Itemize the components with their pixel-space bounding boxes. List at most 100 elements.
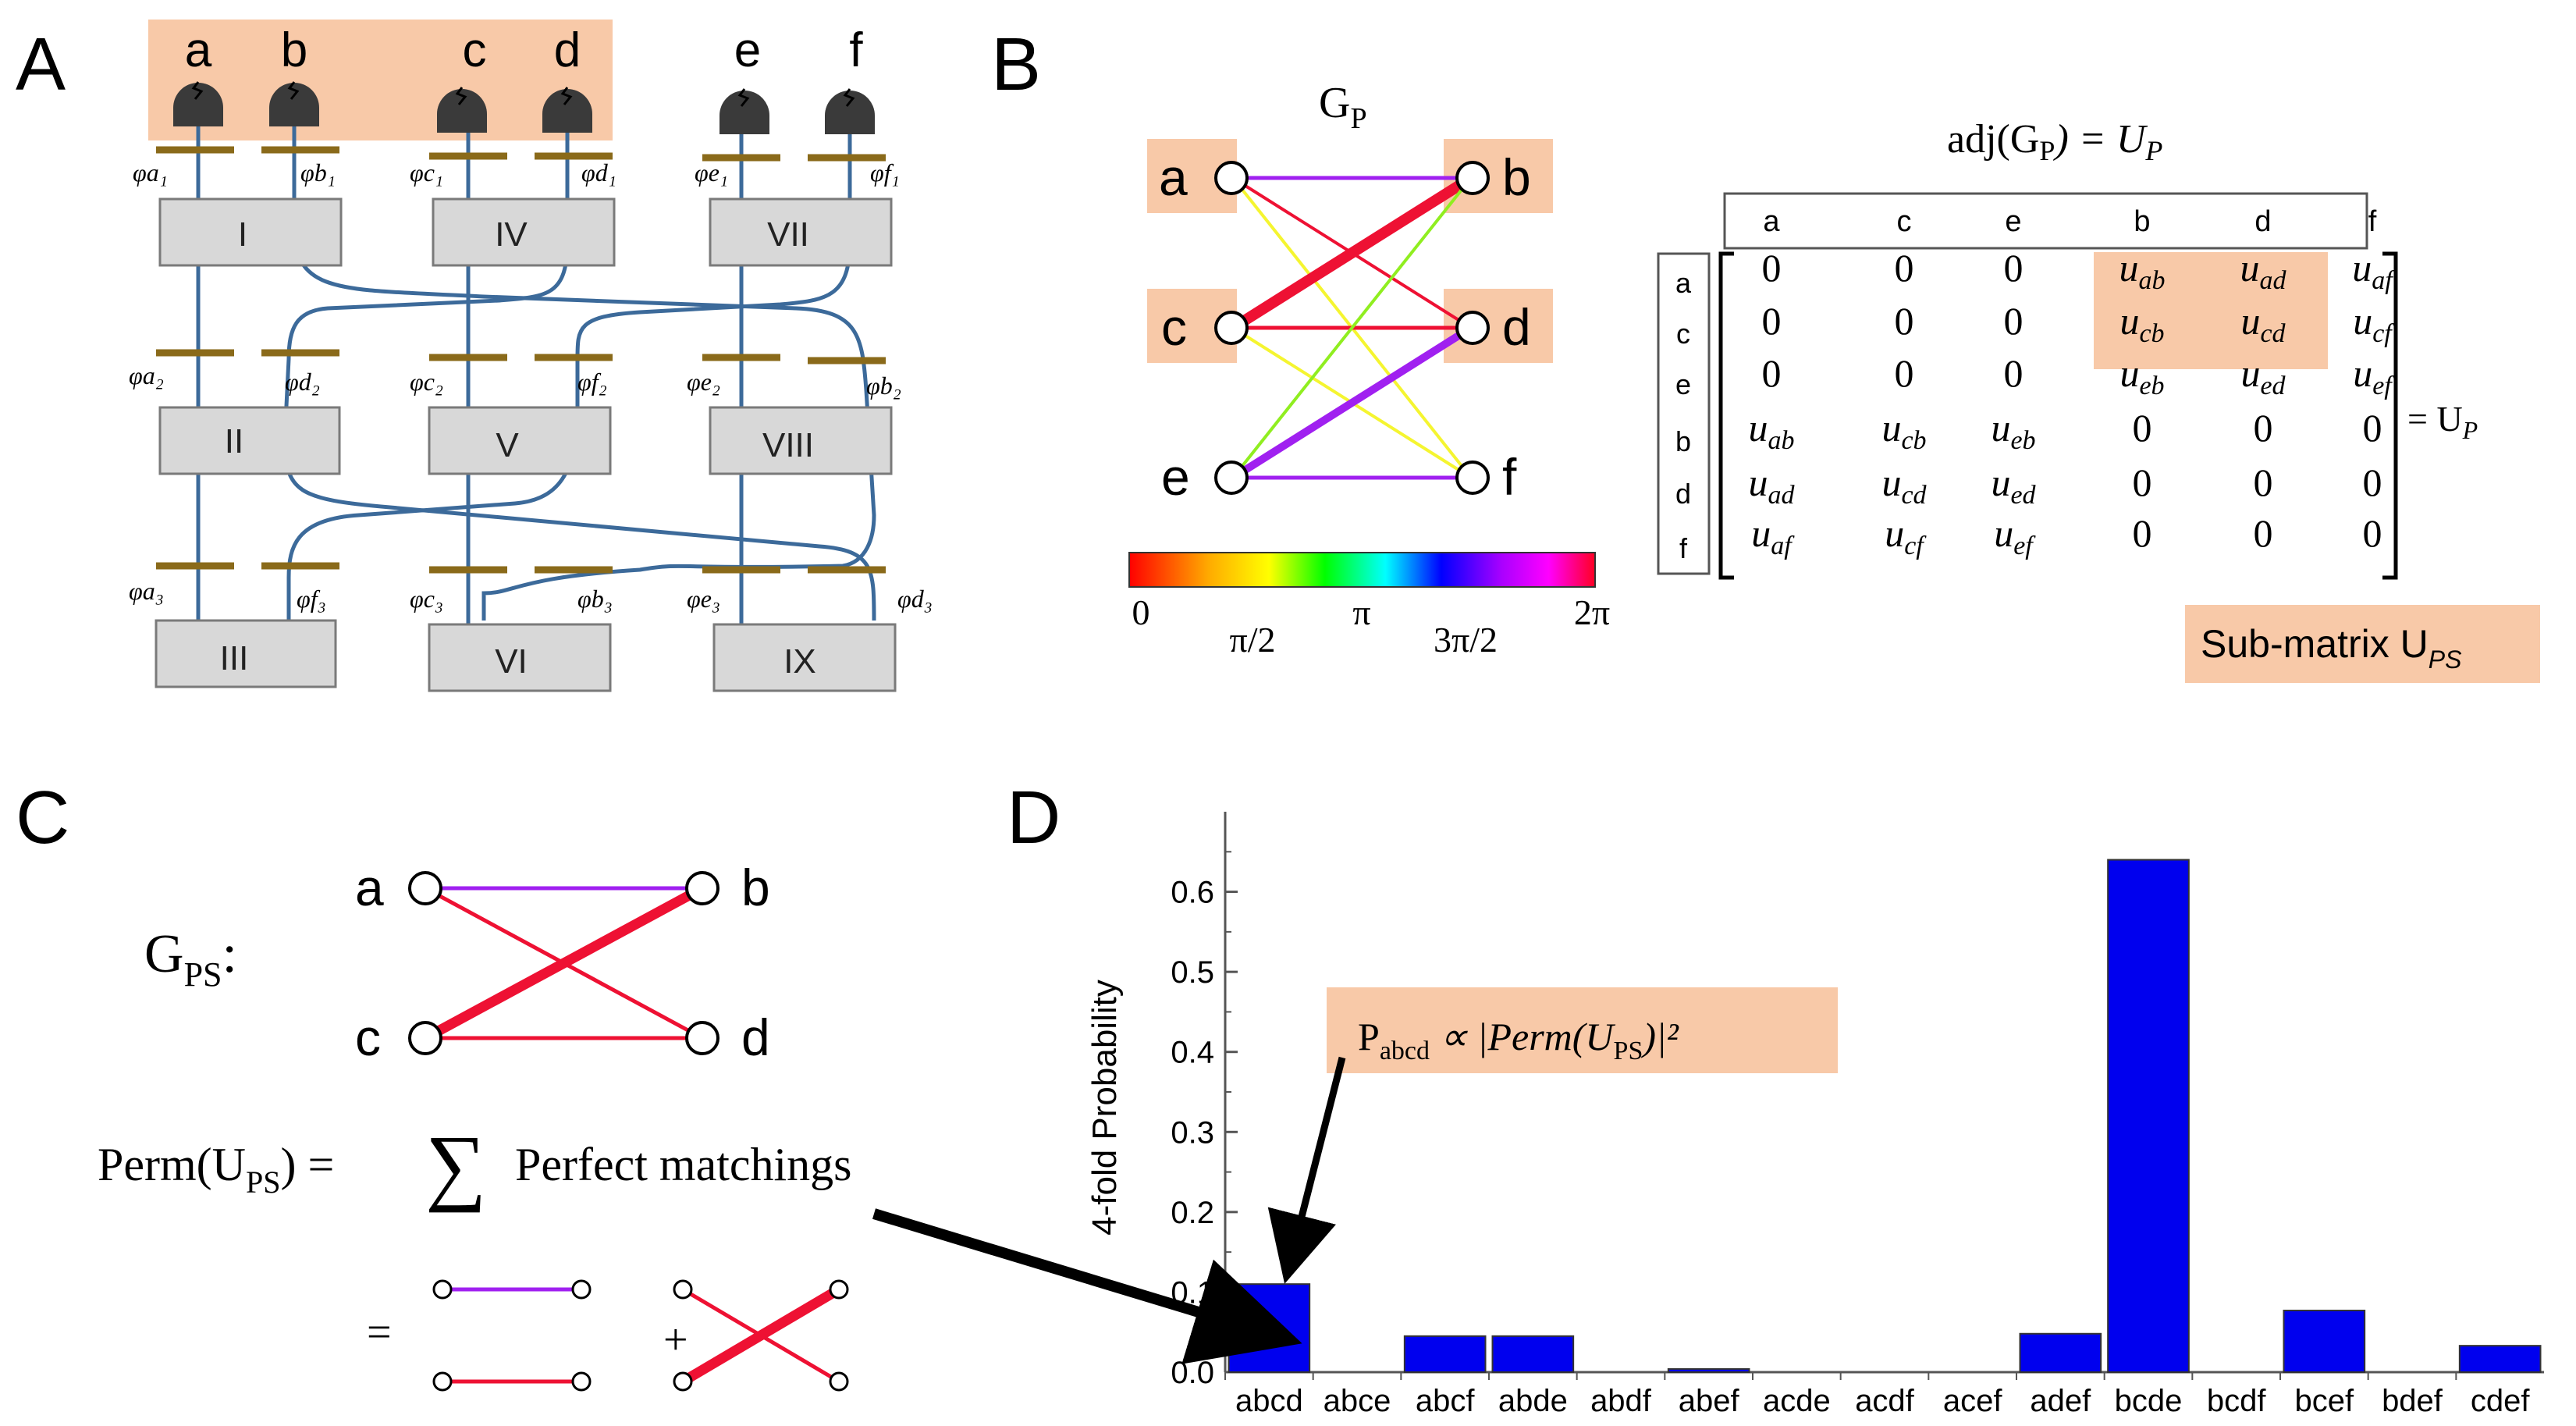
crystal-label: I: [238, 215, 247, 254]
detector-label-c: c: [463, 23, 487, 77]
matrix-cell: 0: [2363, 406, 2382, 450]
col-header: d: [2254, 205, 2271, 238]
annotation-box: [1327, 987, 1838, 1073]
graph-edges: [1230, 173, 1474, 482]
bar-bcde: [2107, 859, 2190, 1373]
detector-icon: [542, 89, 592, 133]
bar-abde: [1491, 1335, 1575, 1374]
y-tick-label: 0.4: [1171, 1036, 1214, 1070]
panel-letter-b: B: [991, 23, 1041, 106]
col-header: e: [2005, 205, 2021, 238]
y-tick-label: 0.2: [1171, 1196, 1214, 1230]
matrix-cell: 0: [1895, 246, 1914, 290]
crystal-box: [158, 406, 341, 475]
matrix-cell: 0: [2363, 511, 2382, 555]
col-header: c: [1897, 205, 1912, 238]
detector-icon: [269, 83, 319, 126]
matrix-cell: ucd: [2240, 299, 2286, 348]
graph-ps-edges: [422, 884, 705, 1043]
annotation-arrow: [1267, 1056, 1346, 1284]
crystal-label: VI: [495, 642, 528, 681]
matrix-cell: ueb: [2119, 351, 2164, 400]
matrix-title: adj(GP) = UP: [1947, 117, 2162, 166]
submatrix-label: Sub-matrix UPS: [2201, 622, 2461, 674]
crystal-label: III: [220, 639, 249, 677]
phase-label: φc₃: [410, 585, 443, 613]
matrix-cell: 0: [2133, 511, 2152, 555]
matching-2: [673, 1279, 849, 1392]
x-tick-label: cdef: [2471, 1384, 2530, 1418]
matching-edge: [680, 1285, 842, 1386]
matrix-cell: 0: [1895, 351, 1914, 395]
edge-ed: [1231, 324, 1473, 482]
crystal-box: [428, 406, 612, 475]
node-label-a: a: [355, 859, 384, 916]
probability-chart: 0.00.10.20.30.40.50.64-fold Probabilitya…: [1085, 812, 2544, 1418]
detector-icon: [173, 83, 223, 126]
panel-letter-c: C: [16, 776, 69, 859]
node-e: [1214, 461, 1249, 495]
matrix-cell: 0: [1762, 246, 1782, 290]
crystal-box: [158, 197, 343, 267]
matching-node: [673, 1279, 693, 1300]
phase-label: φb₁: [300, 158, 336, 187]
node-label-f: f: [1502, 448, 1517, 506]
node-b: [685, 871, 720, 905]
phase-label: φf₁: [870, 158, 900, 187]
squiggle: [560, 87, 573, 105]
photon-squiggles: [191, 81, 855, 107]
crystals: [155, 197, 897, 692]
matrix-cell: uef: [1994, 511, 2036, 560]
matrix-cell: ueb: [1991, 406, 2035, 455]
phase-label: φb₂: [866, 372, 901, 400]
matching-node: [571, 1279, 592, 1300]
matrix-cell: uab: [2119, 246, 2166, 295]
column-header-box: [1723, 192, 2368, 250]
matrix-right-bracket: [2382, 251, 2398, 580]
detector-label-e: e: [734, 23, 761, 77]
node-d: [1455, 311, 1490, 345]
node-c: [408, 1021, 442, 1055]
graph-title: GP: [1319, 79, 1367, 135]
matrix-cell: 0: [2004, 246, 2023, 290]
matching-node: [432, 1371, 453, 1392]
matching-node: [571, 1371, 592, 1392]
annotation-text: Pabcd ∝ |Perm(UPS)|²: [1358, 1015, 1679, 1065]
edge-cb: [422, 884, 705, 1043]
matrix-cell: 0: [2254, 406, 2273, 450]
waveplates: [156, 146, 886, 574]
panel-letter-d: D: [1007, 776, 1061, 859]
detector-icon: [437, 89, 487, 133]
crystal-box: [709, 406, 893, 475]
matrix-cell: ued: [2240, 351, 2286, 400]
phase-colorbar: [1128, 552, 1596, 588]
colorbar-tick: π: [1352, 592, 1370, 632]
matrix-cell: uad: [2240, 246, 2287, 295]
row-header: b: [1675, 425, 1691, 457]
node-label-a: a: [1159, 148, 1188, 206]
crystal-box: [712, 623, 897, 692]
x-tick-label: bdef: [2382, 1384, 2443, 1418]
matching-node: [673, 1371, 693, 1392]
node-a: [408, 871, 442, 905]
node-c: [1214, 311, 1249, 345]
squiggle: [191, 81, 204, 100]
node-b: [1455, 161, 1490, 195]
crystal-label: VII: [767, 215, 809, 254]
matrix-cell: ued: [1991, 461, 2036, 510]
phase-label: φa₂: [129, 361, 164, 389]
perfect-matchings-text: Perfect matchings: [515, 1139, 852, 1190]
crystal-box: [428, 623, 612, 692]
perm-equation: Perm(UPS) =: [98, 1139, 334, 1200]
bar-adef: [2019, 1332, 2102, 1374]
matrix-left-bracket: [1718, 251, 1734, 580]
matching-node: [829, 1371, 849, 1392]
detector-label-f: f: [849, 23, 863, 77]
matrix-cell: uaf: [1751, 511, 1795, 560]
node-highlights: [1147, 139, 1553, 363]
bar-abcf: [1403, 1335, 1487, 1374]
detector-label-b: b: [281, 23, 307, 77]
graph-ps-label: GPS:: [144, 924, 237, 994]
